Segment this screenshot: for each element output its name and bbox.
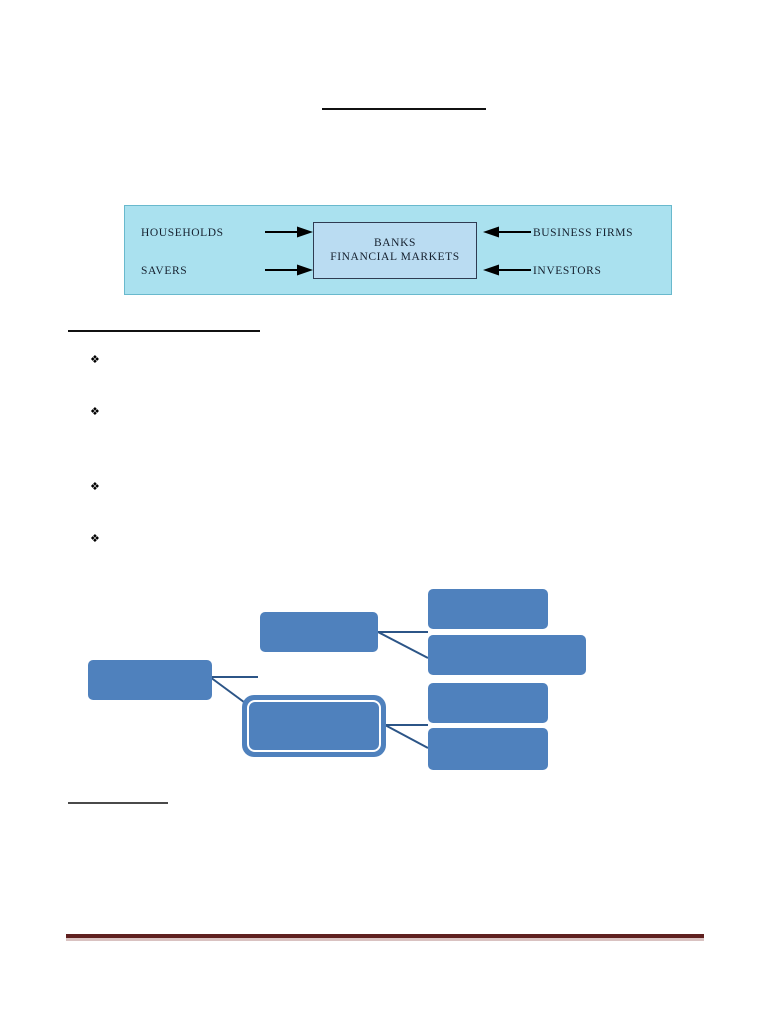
arrow-left-icon (483, 226, 531, 238)
floret-bullet-icon: ❖ (90, 405, 100, 418)
hierarchy-node-leaf-4[interactable] (428, 728, 548, 770)
financial-markets-label: FINANCIAL MARKETS (330, 251, 460, 263)
hierarchy-node-root[interactable] (88, 660, 212, 700)
banks-financial-markets-box: BANKS FINANCIAL MARKETS (313, 222, 477, 279)
savers-label: SAVERS (141, 265, 188, 277)
list-item: ❖ (90, 353, 108, 367)
business-firms-label: BUSINESS FIRMS (533, 227, 634, 239)
subsection-heading (68, 802, 168, 804)
arrow-right-icon (265, 226, 313, 238)
list-item: ❖ (90, 405, 108, 419)
banks-label: BANKS (374, 237, 416, 249)
hierarchy-node-branch-2[interactable] (242, 695, 386, 757)
arrow-right-icon (265, 264, 313, 276)
hierarchy-node-selection-ring (247, 700, 381, 752)
investors-label: INVESTORS (533, 265, 602, 277)
hierarchy-diagram (80, 580, 600, 780)
hierarchy-node-leaf-2[interactable] (428, 635, 586, 675)
list-item: ❖ (90, 532, 108, 546)
floret-bullet-icon: ❖ (90, 480, 100, 493)
financial-flow-diagram: HOUSEHOLDS SAVERS BUSINESS FIRMS INVESTO… (124, 205, 672, 295)
hierarchy-connectors (209, 631, 429, 749)
list-item: ❖ (90, 480, 108, 494)
footer-divider (66, 934, 704, 938)
floret-bullet-icon: ❖ (90, 353, 100, 366)
arrow-left-icon (483, 264, 531, 276)
hierarchy-node-branch-1[interactable] (260, 612, 378, 652)
hierarchy-node-leaf-3[interactable] (428, 683, 548, 723)
page-title (322, 108, 486, 110)
households-label: HOUSEHOLDS (141, 227, 224, 239)
section-heading (68, 330, 260, 332)
floret-bullet-icon: ❖ (90, 532, 100, 545)
hierarchy-node-leaf-1[interactable] (428, 589, 548, 629)
